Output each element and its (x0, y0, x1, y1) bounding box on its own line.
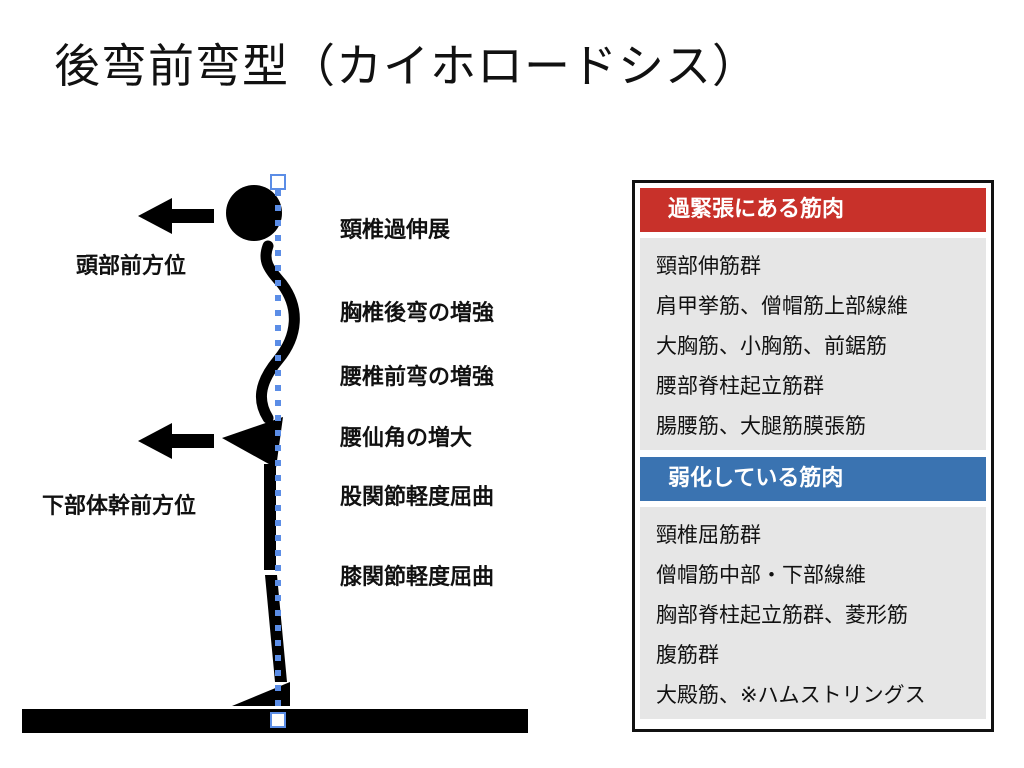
weak-muscles-header: 弱化している筋肉 (640, 457, 986, 501)
tight-muscles-list: 頸部伸筋群 肩甲挙筋、僧帽筋上部線維 大胸筋、小胸筋、前鋸筋 腰部脊柱起立筋群 … (640, 238, 986, 450)
label-cervical: 頸椎過伸展 (340, 218, 451, 243)
label-lower-trunk-forward: 下部体幹前方位 (42, 494, 197, 519)
trunk-forward-arrow (138, 423, 214, 459)
list-item: 腸腰筋、大腿筋膜張筋 (656, 414, 866, 438)
tight-muscles-header: 過緊張にある筋肉 (640, 188, 986, 232)
list-item: 腰部脊柱起立筋群 (656, 374, 824, 398)
plumb-top-handle[interactable] (270, 174, 286, 190)
head-forward-arrow (138, 198, 214, 234)
head-circle (226, 185, 282, 241)
list-item: 僧帽筋中部・下部線維 (656, 563, 866, 587)
label-lumbar: 腰椎前弯の増強 (340, 365, 495, 390)
weak-muscles-list: 頸椎屈筋群 僧帽筋中部・下部線維 胸部脊柱起立筋群、菱形筋 腹筋群 大殿筋、※ハ… (640, 507, 986, 719)
muscle-panel: 過緊張にある筋肉 頸部伸筋群 肩甲挙筋、僧帽筋上部線維 大胸筋、小胸筋、前鋸筋 … (632, 180, 994, 732)
label-hip: 股関節軽度屈曲 (340, 485, 495, 510)
label-knee: 膝関節軽度屈曲 (340, 565, 495, 590)
list-item: 肩甲挙筋、僧帽筋上部線維 (656, 294, 908, 318)
spine-curve (255, 240, 300, 424)
label-head-forward: 頭部前方位 (76, 254, 187, 279)
label-thoracic: 胸椎後弯の増強 (340, 301, 495, 326)
thigh-bar (264, 464, 276, 570)
plumb-bottom-handle[interactable] (270, 712, 286, 728)
list-item: 頸椎屈筋群 (656, 523, 761, 547)
list-item: 大胸筋、小胸筋、前鋸筋 (656, 334, 887, 358)
list-item: 大殿筋、※ハムストリングス (656, 683, 926, 707)
list-item: 頸部伸筋群 (656, 254, 761, 278)
list-item: 腹筋群 (656, 643, 719, 667)
foot-wedge (232, 682, 290, 706)
pelvis-triangle (222, 417, 283, 468)
list-item: 胸部脊柱起立筋群、菱形筋 (656, 603, 908, 627)
page-title: 後弯前弯型（カイホロードシス） (54, 39, 759, 93)
label-lumbosacral: 腰仙角の増大 (340, 426, 473, 451)
